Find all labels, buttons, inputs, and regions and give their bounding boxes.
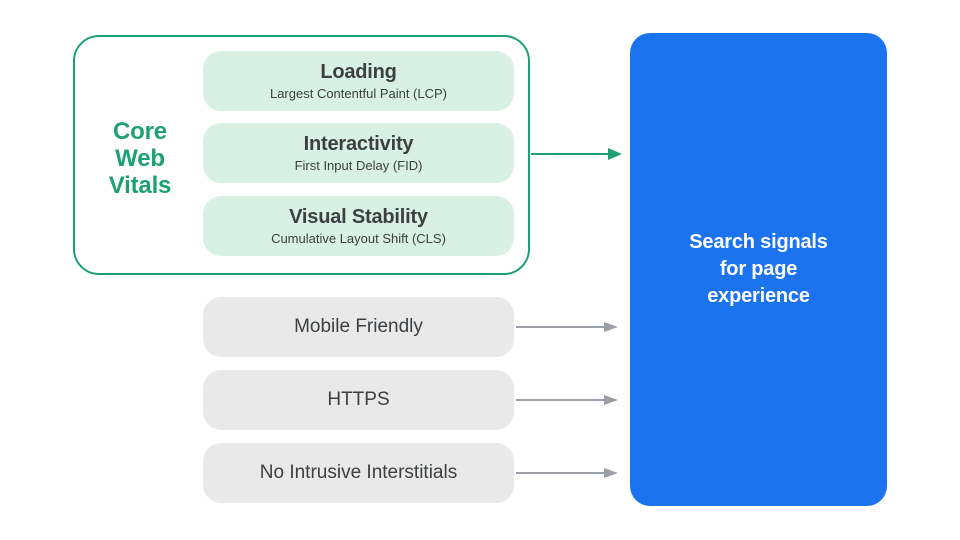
arrow-mobile-friendly (516, 322, 618, 332)
signal-pill-https: HTTPS (203, 370, 514, 430)
vital-subtitle-fid: First Input Delay (FID) (294, 158, 423, 173)
arrow-no-intrusive-interstitials (516, 468, 618, 478)
vital-title-interactivity: Interactivity (303, 133, 414, 155)
search-signals-label: Search signals for page experience (689, 231, 828, 307)
vital-pill-visual-stability: Visual Stability Cumulative Layout Shift… (203, 196, 514, 256)
vital-pill-interactivity: Interactivity First Input Delay (FID) (203, 123, 514, 183)
signal-label-https: HTTPS (327, 389, 390, 410)
arrow-core-web-vitals (531, 148, 622, 160)
vital-subtitle-lcp: Largest Contentful Paint (LCP) (269, 86, 448, 101)
vital-title-loading: Loading (320, 61, 397, 83)
signal-pill-mobile-friendly: Mobile Friendly (203, 297, 514, 357)
core-web-vitals-label: Core Web Vitals (108, 118, 172, 199)
search-signals-box: Search signals for page experience (630, 33, 887, 506)
vital-subtitle-cls: Cumulative Layout Shift (CLS) (271, 231, 446, 246)
vital-title-visual-stability: Visual Stability (289, 206, 428, 228)
signal-pill-no-intrusive-interstitials: No Intrusive Interstitials (203, 443, 514, 503)
signal-label-no-intrusive-interstitials: No Intrusive Interstitials (259, 462, 458, 483)
arrow-https (516, 395, 618, 405)
signal-label-mobile-friendly: Mobile Friendly (294, 316, 423, 337)
vital-pill-loading: Loading Largest Contentful Paint (LCP) (203, 51, 514, 111)
